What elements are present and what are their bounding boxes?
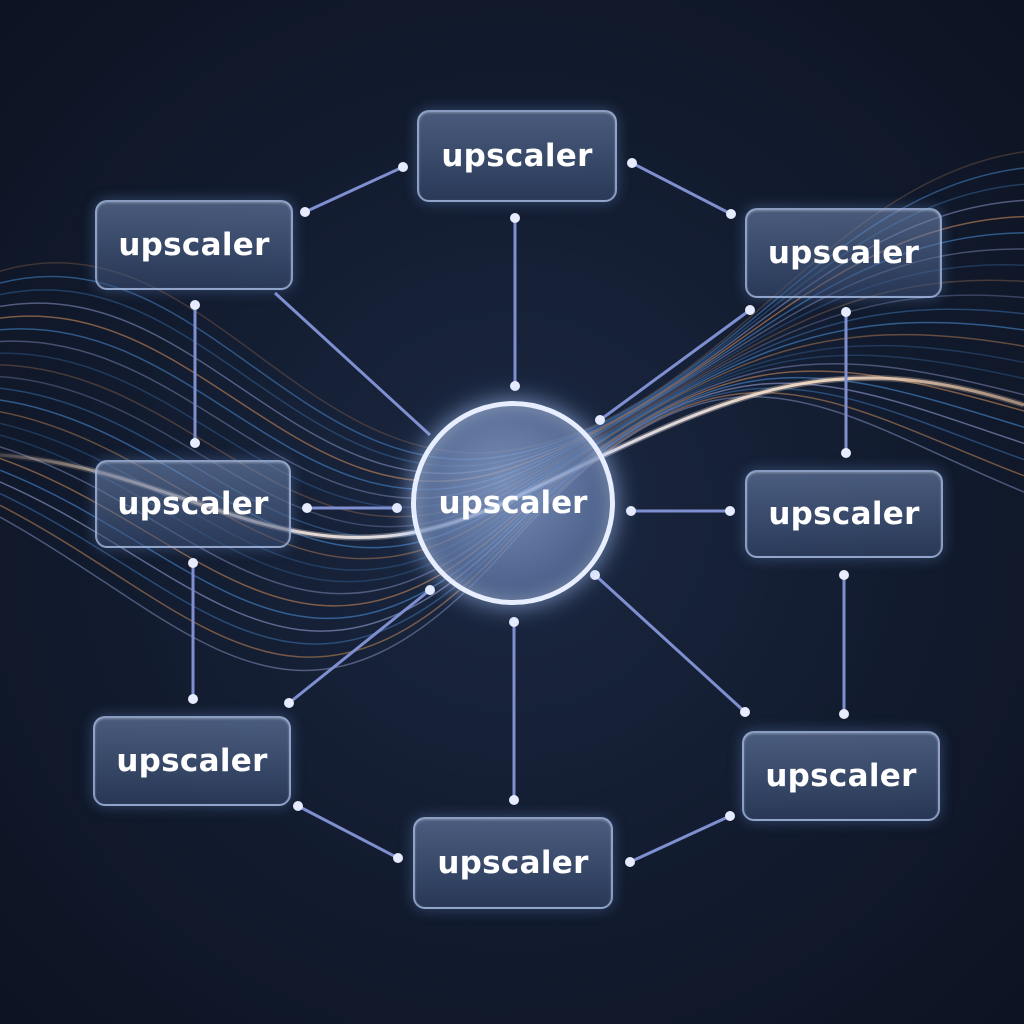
connector-endpoint-dot [188,558,198,568]
connector-endpoint-dot [839,709,849,719]
connector-endpoint-dot [302,503,312,513]
node-bottom-right: upscaler [742,731,940,821]
connector-endpoint-dot [745,305,755,315]
connector-endpoint-dot [839,570,849,580]
connector-endpoint-dot [725,506,735,516]
connector-endpoint-dot [398,162,408,172]
connector-endpoint-dot [626,506,636,516]
node-top-right: upscaler [745,208,942,298]
connector-endpoint-dot [740,707,750,717]
connector-endpoint-dot [509,617,519,627]
node-bottom-left: upscaler [93,716,291,806]
connector-endpoint-dot [293,801,303,811]
node-mid-right: upscaler [745,470,943,558]
connector-endpoint-dot [509,795,519,805]
connector-endpoint-dot [392,503,402,513]
connector-line [632,163,731,214]
connector-endpoint-dot [625,857,635,867]
hub-node: upscaler [411,401,615,605]
node-mid-left: upscaler [95,460,291,548]
connector-endpoint-dot [284,698,294,708]
node-bottom: upscaler [413,817,613,909]
connector-endpoint-dot [190,300,200,310]
connector-endpoint-dot [726,209,736,219]
connector-line [630,816,730,862]
connector-endpoint-dot [425,585,435,595]
connector-endpoint-dot [725,811,735,821]
connector-line [298,806,398,858]
connector-endpoint-dot [510,381,520,391]
connector-endpoint-dot [841,307,851,317]
connector-endpoint-dot [595,415,605,425]
connector-endpoint-dot [393,853,403,863]
node-top-left: upscaler [95,200,293,290]
connector-endpoint-dot [188,694,198,704]
connector-line [595,575,745,712]
connector-endpoint-dot [300,207,310,217]
connector-endpoint-dot [841,448,851,458]
connector-endpoint-dot [510,213,520,223]
connector-endpoint-dot [627,158,637,168]
connector-line [289,590,430,703]
connector-line [305,167,403,212]
connector-endpoint-dot [590,570,600,580]
connector-endpoint-dot [190,438,200,448]
node-top: upscaler [417,110,617,202]
connector-line [275,293,430,435]
